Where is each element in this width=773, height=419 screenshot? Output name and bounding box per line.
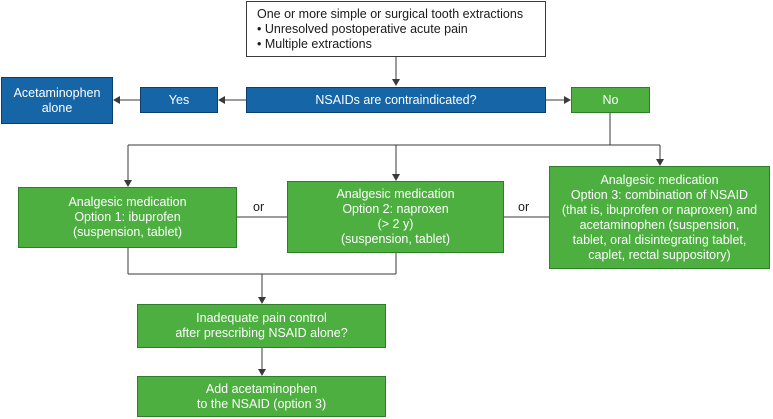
option3-line-5: tablet, oral disintegrating tablet,: [572, 232, 747, 247]
add-acetaminophen-box: Add acetaminophen to the NSAID (option 3…: [137, 376, 386, 417]
yes-box: Yes: [140, 87, 218, 113]
arrowhead-option2: [392, 174, 400, 181]
decision-box: NSAIDs are contraindicated?: [246, 87, 546, 113]
start-box-line-3: • Multiple extractions: [257, 36, 372, 51]
arrowhead-add: [258, 369, 266, 376]
add-acetaminophen-line-2: to the NSAID (option 3): [196, 396, 327, 411]
option3-line-4: acetaminophen (suspension,: [579, 217, 740, 232]
arrowhead-option1: [124, 180, 132, 187]
option2-line-4: (suspension, tablet): [340, 232, 451, 246]
arrowhead-start-decision: [392, 79, 400, 86]
option2-box: Analgesic medication Option 2: naproxen …: [287, 181, 504, 253]
start-box: One or more simple or surgical tooth ext…: [246, 1, 546, 57]
yes-box-label: Yes: [168, 92, 190, 107]
option2-line-3: (> 2 y): [377, 217, 414, 231]
arrowhead-decision-no: [564, 96, 571, 104]
inadequate-pain-box: Inadequate pain control after prescribin…: [137, 304, 386, 348]
option2-line-2: Option 2: naproxen: [342, 202, 449, 216]
option1-line-3: (suspension, tablet): [72, 225, 183, 239]
start-box-line-1: One or more simple or surgical tooth ext…: [257, 6, 524, 21]
option3-line-2: Option 3: combination of NSAID: [570, 187, 749, 202]
option2-line-1: Analgesic medication: [336, 187, 455, 201]
option3-box: Analgesic medication Option 3: combinati…: [549, 166, 770, 269]
inadequate-line-1: Inadequate pain control: [196, 311, 327, 325]
no-box: No: [571, 87, 650, 113]
start-box-line-2: • Unresolved postoperative acute pain: [257, 21, 468, 36]
inadequate-line-2: after prescribing NSAID alone?: [175, 326, 348, 340]
arrowhead-decision-yes: [218, 96, 225, 104]
arrowhead-option3: [656, 159, 664, 166]
no-box-label: No: [602, 92, 619, 107]
option3-line-6: caplet, rectal suppository): [588, 247, 731, 262]
acetaminophen-alone-line-1: Acetaminophen: [13, 85, 101, 100]
arrowhead-yes-acetaminophen: [113, 96, 120, 104]
option1-line-2: Option 1: ibuprofen: [74, 210, 181, 224]
acetaminophen-alone-line-2: alone: [41, 100, 73, 115]
or-label-2: or: [518, 200, 530, 214]
or-label-1: or: [253, 200, 265, 214]
acetaminophen-alone-box: Acetaminophen alone: [1, 77, 113, 124]
decision-box-label: NSAIDs are contraindicated?: [315, 92, 477, 107]
add-acetaminophen-line-1: Add acetaminophen: [205, 381, 318, 396]
option1-box: Analgesic medication Option 1: ibuprofen…: [18, 187, 237, 248]
option1-line-1: Analgesic medication: [68, 195, 187, 209]
arrowhead-inadequate: [258, 297, 266, 304]
option3-line-1: Analgesic medication: [600, 172, 719, 187]
option3-line-3: (that is, ibuprofen or naproxen) and: [561, 202, 758, 217]
